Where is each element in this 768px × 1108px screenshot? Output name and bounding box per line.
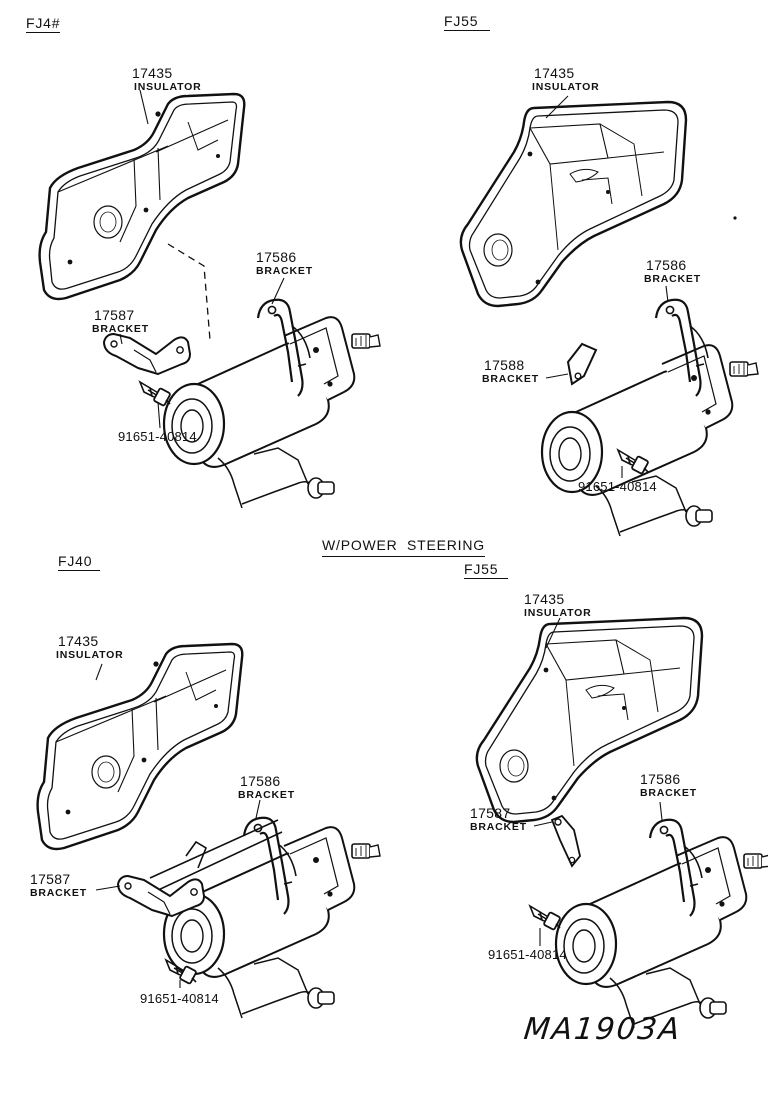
bracket-17588-drawing [566, 342, 598, 386]
callout-17586-fj4x: 17586 [256, 249, 297, 265]
callout-insulator-fj55b: INSULATOR [524, 607, 592, 619]
bracket-17587-fj55b-drawing [550, 814, 581, 868]
callout-17587-fj4x: 17587 [94, 307, 135, 323]
callout-91651-40814-fj55b: 91651-40814 [488, 947, 567, 962]
drawing-code: MA1903A [522, 1012, 684, 1047]
callout-17588-fj55a: 17588 [484, 357, 525, 373]
insulator-17435-fj4x-drawing [38, 92, 246, 301]
callout-17435-fj55b: 17435 [524, 591, 565, 607]
callout-17586-fj55b: 17586 [640, 771, 681, 787]
callout-bracket-17587-fj40: BRACKET [30, 887, 87, 899]
callout-91651-40814-fj4x: 91651-40814 [118, 429, 197, 444]
callout-bracket-17587-fj55b: BRACKET [470, 821, 527, 833]
callout-bracket-17586-fj4x: BRACKET [256, 265, 313, 277]
bolt-91651-fj4x-drawing [139, 381, 172, 407]
bolt-91651-fj55b-drawing [529, 905, 562, 931]
callout-insulator-fj40: INSULATOR [56, 649, 124, 661]
callout-17435-fj55a: 17435 [534, 65, 575, 81]
callout-17586-fj55a: 17586 [646, 257, 687, 273]
callout-bracket-17586-fj55a: BRACKET [644, 273, 701, 285]
bracket-17587-fj4x-drawing [103, 333, 191, 375]
callout-bracket-17588-fj55a: BRACKET [482, 373, 539, 385]
callout-17435-fj4x: 17435 [132, 65, 173, 81]
callout-17435-fj40: 17435 [58, 633, 99, 649]
callout-91651-40814-fj55a: 91651-40814 [578, 479, 657, 494]
section-label-fj4x: FJ4# [26, 15, 61, 33]
power-steering-heading: W/POWER STEERING [322, 538, 485, 557]
callout-17586-fj40: 17586 [240, 773, 281, 789]
callout-bracket-17586-fj55b: BRACKET [640, 787, 697, 799]
callout-bracket-17587-fj4x: BRACKET [92, 323, 149, 335]
actuator-cylinder-fj55b-drawing [554, 836, 768, 1030]
section-label-fj55-top: FJ55 [444, 14, 490, 31]
callout-91651-40814-fj40: 91651-40814 [140, 991, 219, 1006]
insulator-17435-fj40-drawing [36, 642, 244, 851]
callout-insulator-fj4x: INSULATOR [134, 81, 202, 93]
callout-insulator-fj55a: INSULATOR [532, 81, 600, 93]
section-label-fj55-power-steering: FJ55 [464, 562, 508, 579]
power-steering-label: W/POWER STEERING [322, 538, 485, 557]
actuator-cylinder-fj4x-drawing [162, 316, 382, 510]
section-label-fj40: FJ40 [58, 554, 100, 571]
callout-17587-fj55b: 17587 [470, 805, 511, 821]
callout-bracket-17586-fj40: BRACKET [238, 789, 295, 801]
callout-17587-fj40: 17587 [30, 871, 71, 887]
